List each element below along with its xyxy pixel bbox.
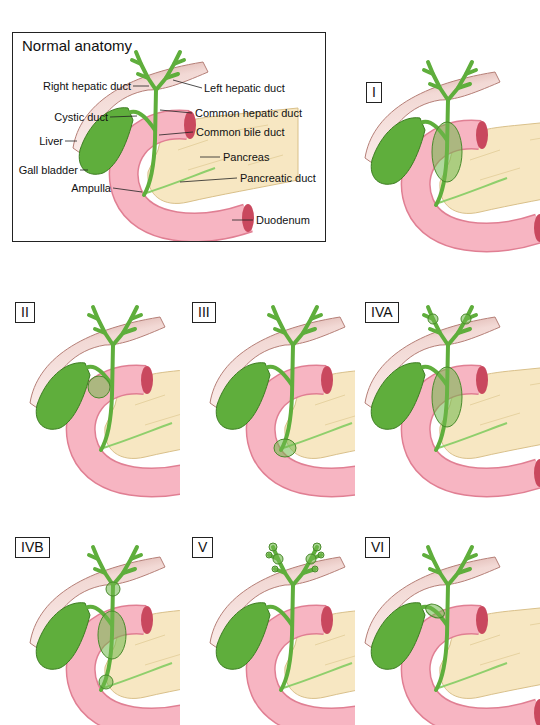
type-numeral: VI xyxy=(371,539,384,555)
panel-title: Normal anatomy xyxy=(22,37,132,54)
anatomy-label: Cystic duct xyxy=(54,111,108,124)
type-label-box: IVB xyxy=(15,537,50,558)
anatomy-figure xyxy=(365,62,540,242)
type-v-drawing xyxy=(210,543,355,725)
anatomy-label: Common bile duct xyxy=(196,126,285,139)
normal-anatomy-drawing xyxy=(73,52,298,232)
anatomy-label: Duodenum xyxy=(256,214,310,227)
type-ivb-drawing xyxy=(30,547,180,725)
anatomy-figure xyxy=(30,547,180,725)
anatomy-figure xyxy=(365,547,540,725)
anatomy-label: Pancreas xyxy=(223,151,269,164)
cyst xyxy=(428,314,471,427)
anatomy-label: Common hepatic duct xyxy=(195,107,302,120)
type-ii-drawing xyxy=(30,307,180,487)
anatomy-label: Right hepatic duct xyxy=(43,80,131,93)
cyst xyxy=(274,439,296,457)
anatomy-figure xyxy=(365,307,540,487)
cyst xyxy=(98,582,126,689)
type-label-box: II xyxy=(15,302,35,323)
type-label-box: IVA xyxy=(365,302,399,323)
type-label-box: VI xyxy=(365,537,390,558)
anatomy-label: Left hepatic duct xyxy=(204,82,285,95)
type-iva-drawing xyxy=(365,307,540,487)
type-numeral: III xyxy=(198,304,210,320)
type-vi-drawing xyxy=(365,547,540,725)
cyst xyxy=(432,122,462,182)
leader-lines xyxy=(65,80,253,220)
anatomy-label: Gall bladder xyxy=(19,164,78,177)
anatomy-figure xyxy=(30,307,180,487)
type-iii-drawing xyxy=(210,307,355,487)
cyst xyxy=(266,543,324,572)
type-numeral: IVB xyxy=(21,539,44,555)
type-numeral: II xyxy=(21,304,29,320)
anatomy-figure xyxy=(210,547,355,725)
anatomy-label: Liver xyxy=(39,135,63,148)
type-label-box: V xyxy=(192,537,213,558)
anatomy-label: Ampulla xyxy=(71,182,111,195)
type-i-drawing xyxy=(365,62,540,242)
anatomy-figure xyxy=(210,307,355,487)
type-label-box: I xyxy=(366,82,382,103)
anatomy-figure xyxy=(73,52,298,232)
anatomy-label: Pancreatic duct xyxy=(240,172,316,185)
cyst xyxy=(88,376,110,398)
type-numeral: IVA xyxy=(371,304,393,320)
type-numeral: I xyxy=(372,84,376,100)
type-label-box: III xyxy=(192,302,216,323)
type-numeral: V xyxy=(198,539,207,555)
cyst xyxy=(423,601,446,620)
